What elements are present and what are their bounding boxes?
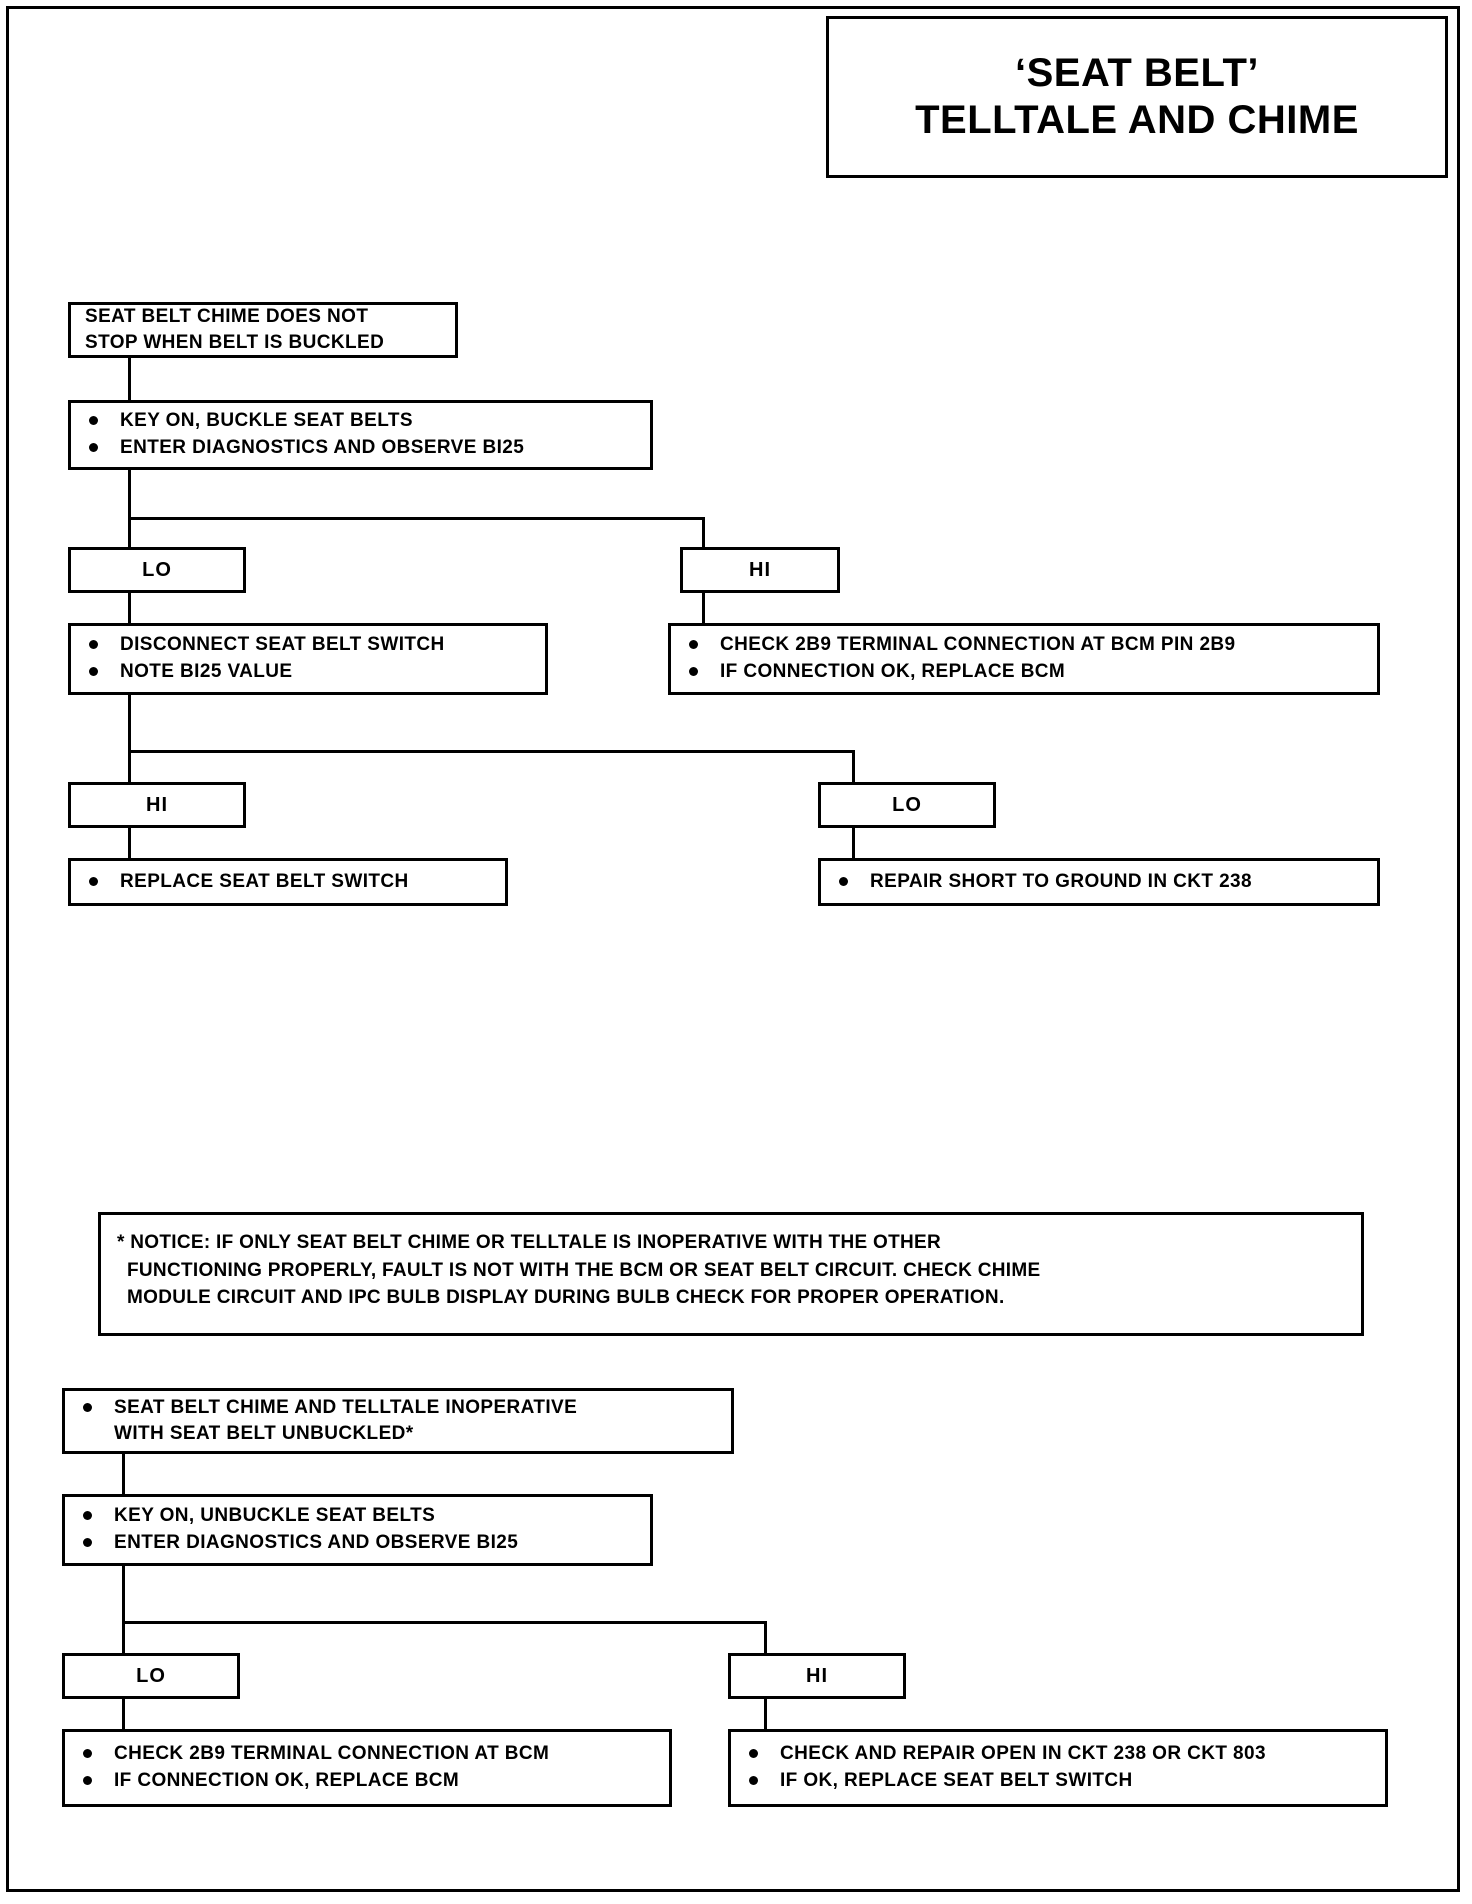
section-two-step-bullet-1: KEY ON, UNBUCKLE SEAT BELTS bbox=[65, 1503, 650, 1530]
bullet-icon bbox=[89, 876, 98, 886]
bullet-label: NOTE BI25 VALUE bbox=[120, 661, 293, 682]
notice-box: * NOTICE: IF ONLY SEAT BELT CHIME OR TEL… bbox=[98, 1212, 1364, 1336]
section-one-sub-branch-hi: HI bbox=[68, 782, 246, 828]
bullet-label: IF CONNECTION OK, REPLACE BCM bbox=[720, 661, 1066, 682]
bullet-icon bbox=[83, 1511, 92, 1521]
branch-label: LO bbox=[142, 558, 172, 581]
section-two-lo-actions-box: CHECK 2B9 TERMINAL CONNECTION AT BCM IF … bbox=[62, 1729, 672, 1807]
bullet-icon bbox=[689, 667, 698, 676]
step-one-bullet-1: KEY ON, BUCKLE SEAT BELTS bbox=[71, 408, 650, 435]
bullet-icon bbox=[749, 1749, 758, 1759]
connector-vertical bbox=[128, 517, 131, 547]
connector-vertical bbox=[122, 1699, 125, 1729]
branch-label: HI bbox=[806, 1664, 828, 1687]
problem-line-1: SEAT BELT CHIME DOES NOT bbox=[85, 306, 369, 328]
title-line-2: TELLTALE AND CHIME bbox=[915, 98, 1359, 142]
section-two-lo-bullet-2: IF CONNECTION OK, REPLACE BCM bbox=[65, 1768, 669, 1795]
bullet-label: IF CONNECTION OK, REPLACE BCM bbox=[114, 1770, 460, 1791]
connector-vertical bbox=[702, 593, 705, 623]
section-two-branch-hi: HI bbox=[728, 1653, 906, 1699]
connector-vertical bbox=[122, 1454, 125, 1494]
section-two-lo-bullet-1: CHECK 2B9 TERMINAL CONNECTION AT BCM bbox=[65, 1741, 669, 1768]
branch-label: LO bbox=[892, 793, 922, 816]
lo-action-bullet-2: NOTE BI25 VALUE bbox=[71, 659, 545, 686]
branch-label: LO bbox=[136, 1664, 166, 1687]
section-two-step-bullet-2: ENTER DIAGNOSTICS AND OBSERVE BI25 bbox=[65, 1530, 650, 1557]
bullet-label: ENTER DIAGNOSTICS AND OBSERVE BI25 bbox=[114, 1532, 519, 1553]
sub-hi-action-bullet: REPLACE SEAT BELT SWITCH bbox=[71, 869, 505, 896]
bullet-label: REPLACE SEAT BELT SWITCH bbox=[120, 870, 409, 892]
section-two-problem-line-2: WITH SEAT BELT UNBUCKLED* bbox=[114, 1423, 414, 1445]
connector-vertical bbox=[128, 358, 131, 400]
bullet-icon bbox=[83, 1402, 92, 1412]
bullet-icon bbox=[749, 1776, 758, 1785]
section-one-hi-actions-box: CHECK 2B9 TERMINAL CONNECTION AT BCM PIN… bbox=[668, 623, 1380, 695]
bullet-label: IF OK, REPLACE SEAT BELT SWITCH bbox=[780, 1770, 1133, 1791]
section-one-sub-hi-action-box: REPLACE SEAT BELT SWITCH bbox=[68, 858, 508, 906]
lo-action-bullet-1: DISCONNECT SEAT BELT SWITCH bbox=[71, 632, 545, 659]
connector-vertical bbox=[852, 750, 855, 782]
branch-label: HI bbox=[146, 793, 168, 816]
page-border bbox=[6, 6, 1460, 1892]
section-two-hi-bullet-1: CHECK AND REPAIR OPEN IN CKT 238 OR CKT … bbox=[731, 1741, 1385, 1768]
notice-line-1: * NOTICE: IF ONLY SEAT BELT CHIME OR TEL… bbox=[117, 1232, 942, 1253]
connector-vertical bbox=[128, 828, 131, 858]
problem-line-2: STOP WHEN BELT IS BUCKLED bbox=[85, 332, 385, 353]
section-two-hi-bullet-2: IF OK, REPLACE SEAT BELT SWITCH bbox=[731, 1768, 1385, 1795]
bullet-label: DISCONNECT SEAT BELT SWITCH bbox=[120, 634, 445, 656]
bullet-icon bbox=[839, 876, 848, 886]
section-two-step-one-box: KEY ON, UNBUCKLE SEAT BELTS ENTER DIAGNO… bbox=[62, 1494, 653, 1566]
connector-vertical bbox=[128, 470, 131, 517]
bullet-icon bbox=[89, 416, 98, 426]
connector-vertical bbox=[122, 1621, 125, 1653]
section-one-lo-actions-box: DISCONNECT SEAT BELT SWITCH NOTE BI25 VA… bbox=[68, 623, 548, 695]
connector-vertical bbox=[764, 1699, 767, 1729]
connector-vertical bbox=[702, 517, 705, 547]
section-two-problem-box: SEAT BELT CHIME AND TELLTALE INOPERATIVE… bbox=[62, 1388, 734, 1454]
connector-vertical bbox=[852, 828, 855, 858]
notice-line-2: FUNCTIONING PROPERLY, FAULT IS NOT WITH … bbox=[127, 1259, 1041, 1281]
title-block: ‘SEAT BELT’ TELLTALE AND CHIME bbox=[826, 16, 1448, 178]
connector-horizontal bbox=[128, 750, 855, 753]
section-one-problem-box: SEAT BELT CHIME DOES NOT STOP WHEN BELT … bbox=[68, 302, 458, 358]
connector-vertical bbox=[764, 1621, 767, 1653]
connector-vertical bbox=[128, 593, 131, 623]
bullet-label: CHECK 2B9 TERMINAL CONNECTION AT BCM PIN… bbox=[720, 634, 1236, 656]
connector-horizontal bbox=[122, 1621, 767, 1624]
step-one-bullet-2: ENTER DIAGNOSTICS AND OBSERVE BI25 bbox=[71, 435, 650, 462]
hi-action-bullet-1: CHECK 2B9 TERMINAL CONNECTION AT BCM PIN… bbox=[671, 632, 1377, 659]
sub-lo-action-bullet: REPAIR SHORT TO GROUND IN CKT 238 bbox=[821, 869, 1377, 896]
connector-horizontal bbox=[128, 517, 705, 520]
bullet-icon bbox=[83, 1749, 92, 1759]
section-two-problem-bullet: SEAT BELT CHIME AND TELLTALE INOPERATIVE bbox=[65, 1395, 731, 1422]
bullet-icon bbox=[89, 443, 98, 452]
bullet-label: CHECK 2B9 TERMINAL CONNECTION AT BCM bbox=[114, 1743, 550, 1765]
bullet-icon bbox=[89, 640, 98, 650]
section-two-hi-actions-box: CHECK AND REPAIR OPEN IN CKT 238 OR CKT … bbox=[728, 1729, 1388, 1807]
bullet-label: KEY ON, BUCKLE SEAT BELTS bbox=[120, 410, 413, 432]
bullet-label: SEAT BELT CHIME AND TELLTALE INOPERATIVE bbox=[114, 1396, 578, 1418]
bullet-label: CHECK AND REPAIR OPEN IN CKT 238 OR CKT … bbox=[780, 1743, 1266, 1765]
bullet-label: ENTER DIAGNOSTICS AND OBSERVE BI25 bbox=[120, 437, 525, 458]
bullet-icon bbox=[89, 667, 98, 676]
bullet-icon bbox=[83, 1538, 92, 1547]
hi-action-bullet-2: IF CONNECTION OK, REPLACE BCM bbox=[671, 659, 1377, 686]
section-two-branch-lo: LO bbox=[62, 1653, 240, 1699]
section-one-branch-lo: LO bbox=[68, 547, 246, 593]
branch-label: HI bbox=[749, 558, 771, 581]
section-one-sub-lo-action-box: REPAIR SHORT TO GROUND IN CKT 238 bbox=[818, 858, 1380, 906]
title-line-1: ‘SEAT BELT’ bbox=[1014, 50, 1259, 95]
notice-line-3: MODULE CIRCUIT AND IPC BULB DISPLAY DURI… bbox=[127, 1287, 1005, 1309]
section-one-sub-branch-lo: LO bbox=[818, 782, 996, 828]
connector-vertical bbox=[128, 750, 131, 782]
section-one-step-one-box: KEY ON, BUCKLE SEAT BELTS ENTER DIAGNOST… bbox=[68, 400, 653, 470]
bullet-label: REPAIR SHORT TO GROUND IN CKT 238 bbox=[870, 870, 1252, 892]
bullet-label: KEY ON, UNBUCKLE SEAT BELTS bbox=[114, 1505, 436, 1527]
connector-vertical bbox=[128, 695, 131, 750]
bullet-icon bbox=[689, 640, 698, 650]
bullet-icon bbox=[83, 1776, 92, 1785]
connector-vertical bbox=[122, 1566, 125, 1621]
section-one-branch-hi: HI bbox=[680, 547, 840, 593]
